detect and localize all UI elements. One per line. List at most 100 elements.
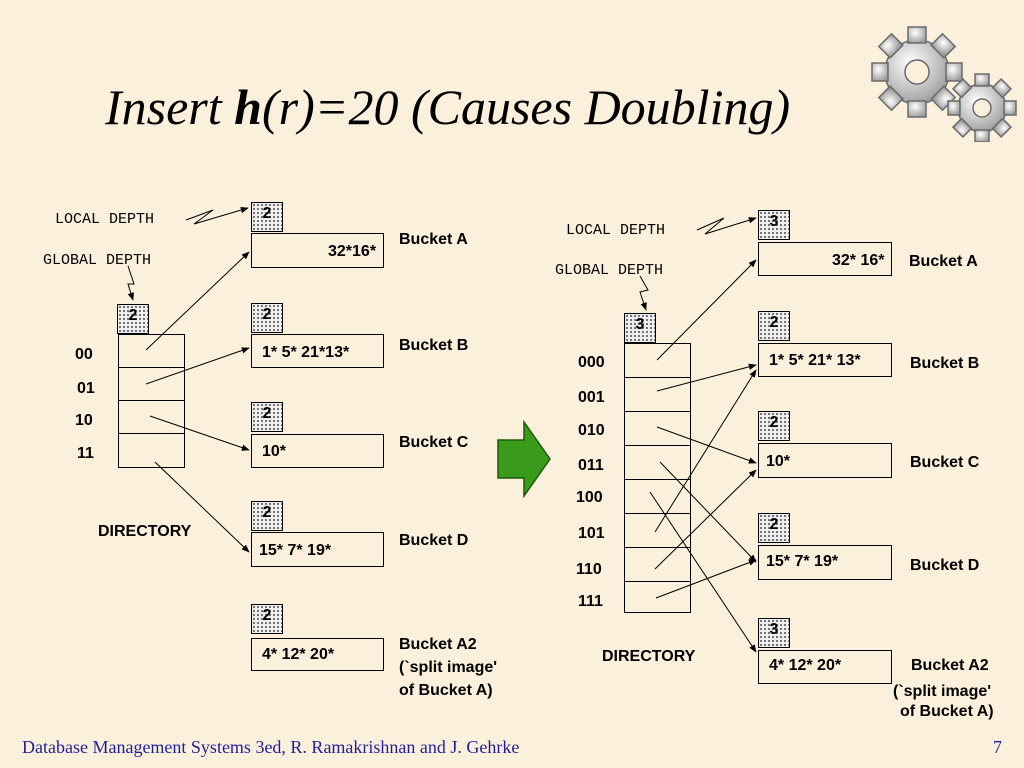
- footer-citation: Database Management Systems 3ed, R. Rama…: [22, 737, 520, 757]
- left-global-depth-box: 2: [117, 304, 149, 334]
- left-bucket-a2-note: of Bucket A): [399, 682, 493, 699]
- left-bucket-b: [251, 334, 384, 368]
- right-dir-entry: 101: [578, 525, 605, 542]
- right-dir-entry: 100: [576, 489, 603, 506]
- right-bucket-a-depth: 3: [758, 210, 790, 240]
- right-bucket-d-name: Bucket D: [910, 557, 980, 574]
- right-global-depth-pointer: [639, 275, 649, 311]
- left-dir-pointer-00: [145, 251, 250, 351]
- title-rest: 20 (Causes Doubling): [348, 79, 791, 135]
- left-directory-label: DIRECTORY: [98, 523, 192, 540]
- page-number: 7: [993, 737, 1002, 757]
- right-bucket-a-contents: 32* 16*: [832, 252, 885, 269]
- left-global-depth-pointer: [127, 265, 135, 301]
- right-bucket-c-contents: 10*: [766, 453, 791, 470]
- left-bucket-a: [251, 233, 384, 268]
- left-global-depth-label: GLOBAL DEPTH: [43, 252, 152, 269]
- left-bucket-b-name: Bucket B: [399, 337, 469, 354]
- right-bucket-a2-note: (`split image': [893, 683, 992, 700]
- left-dir-entry: 11: [77, 445, 94, 462]
- left-bucket-b-depth: 2: [251, 303, 283, 333]
- right-local-depth-label: LOCAL DEPTH: [566, 222, 666, 239]
- right-bucket-c-name: Bucket C: [910, 454, 980, 471]
- left-bucket-c-depth: 2: [251, 402, 283, 432]
- right-directory-divider: [624, 445, 691, 446]
- right-dir-entry: 000: [578, 354, 605, 371]
- left-bucket-a2-contents: 4* 12* 20*: [262, 646, 335, 663]
- right-directory-label: DIRECTORY: [602, 648, 696, 665]
- right-directory-divider: [624, 513, 691, 514]
- left-bucket-a2-name: Bucket A2: [399, 636, 477, 653]
- right-bucket-c: [758, 443, 892, 478]
- left-bucket-d-name: Bucket D: [399, 532, 469, 549]
- right-bucket-a2-name: Bucket A2: [911, 657, 989, 674]
- left-bucket-b-contents: 1* 5* 21*13*: [262, 344, 350, 361]
- left-directory-divider: [118, 367, 185, 368]
- left-dir-pointer-11: [154, 461, 250, 553]
- left-directory-divider: [118, 400, 185, 401]
- right-directory-divider: [624, 581, 691, 582]
- right-bucket-a2-depth: 3: [758, 618, 790, 648]
- left-bucket-a-depth: 2: [251, 202, 283, 232]
- right-directory-divider: [624, 479, 691, 480]
- right-dir-entry: 111: [578, 593, 603, 610]
- left-bucket-a-name: Bucket A: [399, 231, 468, 248]
- right-bucket-a2-note: of Bucket A): [900, 703, 994, 720]
- left-dir-entry: 01: [77, 380, 95, 397]
- left-bucket-c-name: Bucket C: [399, 434, 469, 451]
- left-dir-pointer-01: [145, 347, 250, 385]
- left-dir-entry: 00: [75, 346, 93, 363]
- right-dir-pointer-000: [656, 259, 757, 361]
- right-global-depth-label: GLOBAL DEPTH: [555, 262, 664, 279]
- right-dir-entry: 011: [578, 457, 604, 474]
- left-directory-divider: [118, 433, 185, 434]
- title-mid: (r)=: [261, 79, 349, 135]
- right-bucket-b-depth: 2: [758, 311, 790, 341]
- right-dir-pointer-011: [659, 461, 757, 563]
- right-dir-pointer-100: [649, 491, 757, 653]
- left-dir-entry: 10: [75, 412, 93, 429]
- right-directory-divider: [624, 411, 691, 412]
- right-local-depth-pointer: [696, 217, 757, 235]
- right-bucket-a2: [758, 650, 892, 684]
- right-bucket-a-name: Bucket A: [909, 253, 978, 270]
- left-bucket-d-depth: 2: [251, 501, 283, 531]
- right-dir-pointer-111: [655, 559, 757, 599]
- title-prefix: Insert: [105, 79, 235, 135]
- right-directory: [624, 343, 691, 613]
- right-bucket-d-contents: 15* 7* 19*: [766, 553, 839, 570]
- left-bucket-d: [251, 532, 384, 567]
- right-bucket-c-depth: 2: [758, 411, 790, 441]
- right-directory-divider: [624, 547, 691, 548]
- left-bucket-c: [251, 434, 384, 468]
- right-dir-entry: 001: [578, 389, 605, 406]
- right-global-depth-box: 3: [624, 313, 656, 343]
- left-bucket-c-contents: 10*: [262, 443, 287, 460]
- left-bucket-d-contents: 15* 7* 19*: [259, 542, 332, 559]
- gears-icon: [871, 26, 1017, 142]
- left-bucket-a-contents: 32*16*: [328, 243, 377, 260]
- left-local-depth-pointer: [185, 206, 249, 225]
- left-bucket-a2-depth: 2: [251, 604, 283, 634]
- right-bucket-a: [758, 242, 892, 276]
- right-bucket-d-depth: 2: [758, 513, 790, 543]
- left-bucket-a2: [251, 638, 384, 671]
- left-bucket-a2-note: (`split image': [399, 659, 498, 676]
- left-dir-pointer-10: [149, 415, 250, 451]
- right-dir-pointer-110: [654, 469, 757, 570]
- right-dir-entry: 010: [578, 422, 605, 439]
- page-title: Insert h(r)=20 (Causes Doubling): [105, 78, 790, 136]
- title-h: h: [234, 79, 262, 135]
- right-directory-divider: [624, 377, 691, 378]
- right-bucket-b-contents: 1* 5* 21* 13*: [769, 352, 861, 369]
- right-bucket-d: [758, 545, 892, 580]
- right-bucket-b-name: Bucket B: [910, 355, 980, 372]
- right-dir-entry: 110: [576, 561, 602, 578]
- right-dir-pointer-010: [656, 426, 757, 464]
- left-local-depth-label: LOCAL DEPTH: [55, 211, 155, 228]
- right-dir-pointer-001: [656, 363, 757, 392]
- right-dir-pointer-101: [654, 369, 757, 533]
- right-bucket-a2-contents: 4* 12* 20*: [769, 657, 842, 674]
- left-directory: [118, 334, 185, 468]
